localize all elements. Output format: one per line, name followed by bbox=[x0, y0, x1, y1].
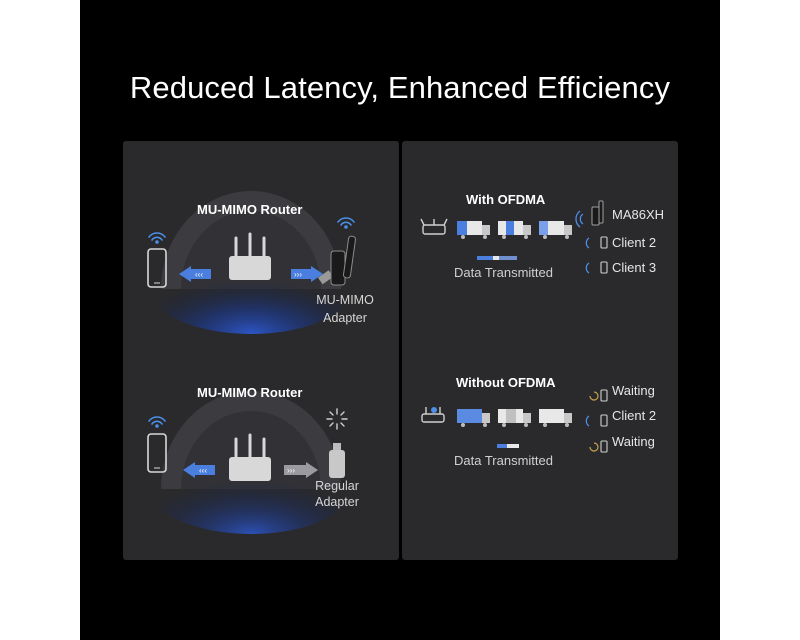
client-label: Waiting bbox=[612, 434, 655, 449]
infographic: Reduced Latency, Enhanced Efficiency bbox=[80, 0, 720, 640]
smartphone-icon bbox=[147, 248, 167, 288]
data-stream-left-icon: ‹‹‹ bbox=[179, 266, 211, 282]
router-icon bbox=[229, 232, 271, 280]
phone-icon bbox=[600, 440, 608, 453]
signal-dot-icon bbox=[431, 407, 437, 413]
without-ofdma-title: Without OFDMA bbox=[456, 375, 556, 390]
loading-spinner-icon bbox=[326, 408, 348, 430]
phone-icon bbox=[600, 414, 608, 427]
truck-icon bbox=[457, 221, 490, 239]
router-icon bbox=[420, 218, 448, 235]
ofdma-comparison-panel: With OFDMA bbox=[402, 141, 678, 560]
without-ofdma-diagram bbox=[421, 389, 608, 453]
svg-text:›››: ››› bbox=[287, 466, 295, 475]
data-transmitted-label: Data Transmitted bbox=[454, 265, 553, 280]
with-ofdma-title: With OFDMA bbox=[466, 192, 546, 207]
mu-mimo-adapter-icon bbox=[317, 235, 356, 286]
client-label: Waiting bbox=[612, 383, 655, 398]
truck-icon bbox=[498, 221, 531, 239]
client-label: Client 2 bbox=[612, 408, 657, 423]
svg-text:‹‹‹: ‹‹‹ bbox=[199, 466, 207, 475]
truck-icon bbox=[539, 409, 572, 427]
data-stream-left-icon: ‹‹‹ bbox=[183, 462, 215, 478]
data-transmitted-bar bbox=[477, 256, 517, 260]
router-label: MU-MIMO Router bbox=[197, 385, 303, 400]
waiting-icon bbox=[589, 442, 599, 452]
svg-text:‹‹‹: ‹‹‹ bbox=[195, 270, 203, 279]
truck-icon bbox=[457, 409, 490, 427]
regular-adapter-scene: ‹‹‹ ››› bbox=[147, 391, 351, 534]
client-label: Client 2 bbox=[612, 235, 657, 250]
wifi-icon bbox=[585, 415, 590, 427]
router-icon bbox=[421, 407, 445, 423]
data-transmitted-bar bbox=[497, 444, 519, 448]
wifi-icon bbox=[585, 237, 590, 249]
phone-icon bbox=[600, 236, 608, 249]
data-stream-right-icon: ››› bbox=[291, 266, 323, 282]
router-label: MU-MIMO Router bbox=[197, 202, 303, 217]
wifi-icon bbox=[575, 210, 584, 228]
adapter-label-line1: Regular bbox=[315, 479, 359, 493]
regular-adapter-icon bbox=[329, 443, 345, 478]
wifi-icon bbox=[585, 262, 590, 274]
adapter-label-line1: MU-MIMO bbox=[316, 293, 374, 307]
phone-icon bbox=[600, 389, 608, 402]
adapter-label-line2: Adapter bbox=[323, 311, 367, 325]
adapter-label-line2: Adapter bbox=[315, 495, 359, 509]
wifi-icon bbox=[148, 232, 166, 244]
client-label: MA86XH bbox=[612, 207, 665, 222]
router-icon bbox=[229, 433, 271, 481]
headline: Reduced Latency, Enhanced Efficiency bbox=[129, 70, 671, 105]
adapter-icon bbox=[591, 200, 604, 226]
phone-icon bbox=[600, 261, 608, 274]
wifi-icon bbox=[148, 416, 166, 428]
mu-mimo-scene: ‹‹‹ ››› bbox=[147, 191, 356, 334]
signal-glow bbox=[151, 244, 351, 334]
data-transmitted-label: Data Transmitted bbox=[454, 453, 553, 468]
client-label: Client 3 bbox=[612, 260, 657, 275]
truck-icon bbox=[539, 221, 572, 239]
data-stream-right-gray-icon: ››› bbox=[284, 462, 318, 478]
with-ofdma-diagram bbox=[420, 200, 608, 274]
mu-mimo-comparison-panel: ‹‹‹ ››› bbox=[123, 141, 399, 560]
truck-icon bbox=[498, 409, 531, 427]
waiting-icon bbox=[589, 391, 599, 401]
smartphone-icon bbox=[147, 433, 167, 473]
wifi-icon bbox=[337, 217, 355, 229]
svg-text:›››: ››› bbox=[294, 270, 302, 279]
